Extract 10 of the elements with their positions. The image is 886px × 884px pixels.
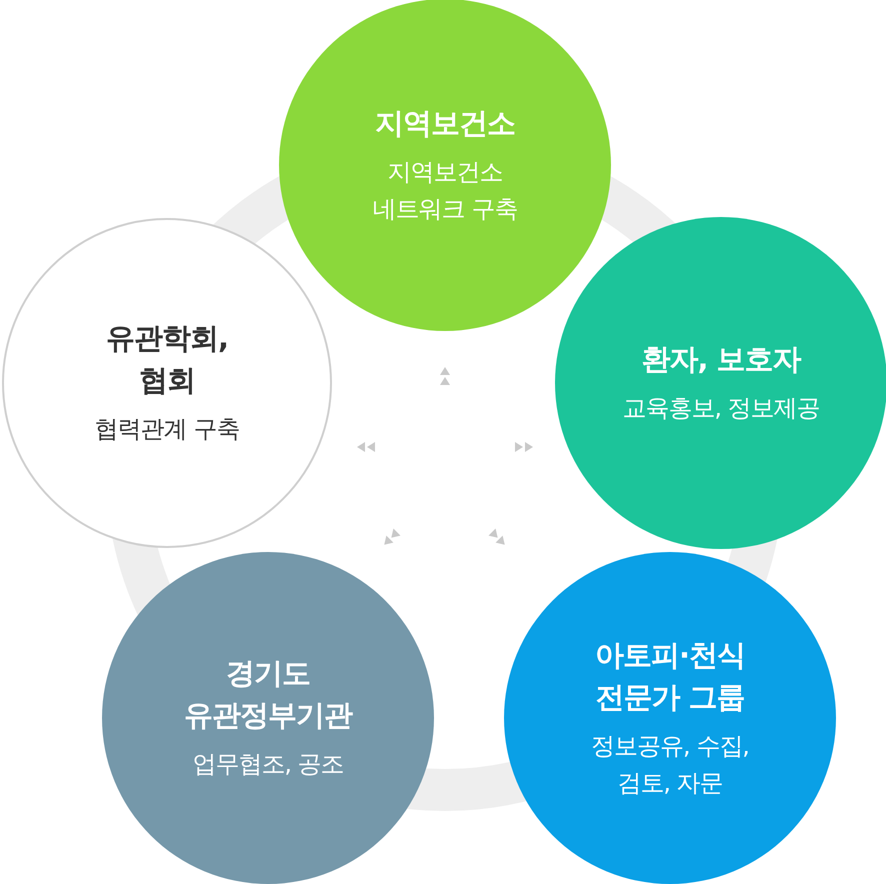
node-description: 정보공유, 수집, 검토, 자문	[590, 730, 750, 800]
node-title: 지역보건소	[374, 104, 516, 142]
node-description: 협력관계 구축	[94, 414, 240, 446]
node-description: 교육홍보, 정보제공	[621, 393, 821, 424]
node-title: 아토피·천식 전문가 그룹	[594, 636, 746, 716]
node-description: 지역보건소 네트워크 구축	[372, 156, 518, 226]
node-title: 환자, 보호자	[640, 341, 802, 378]
node-title: 유관학회, 협회	[104, 320, 230, 400]
node-description: 업무협조, 공조	[191, 749, 345, 780]
node-title: 경기도 유관정부기관	[183, 655, 354, 734]
